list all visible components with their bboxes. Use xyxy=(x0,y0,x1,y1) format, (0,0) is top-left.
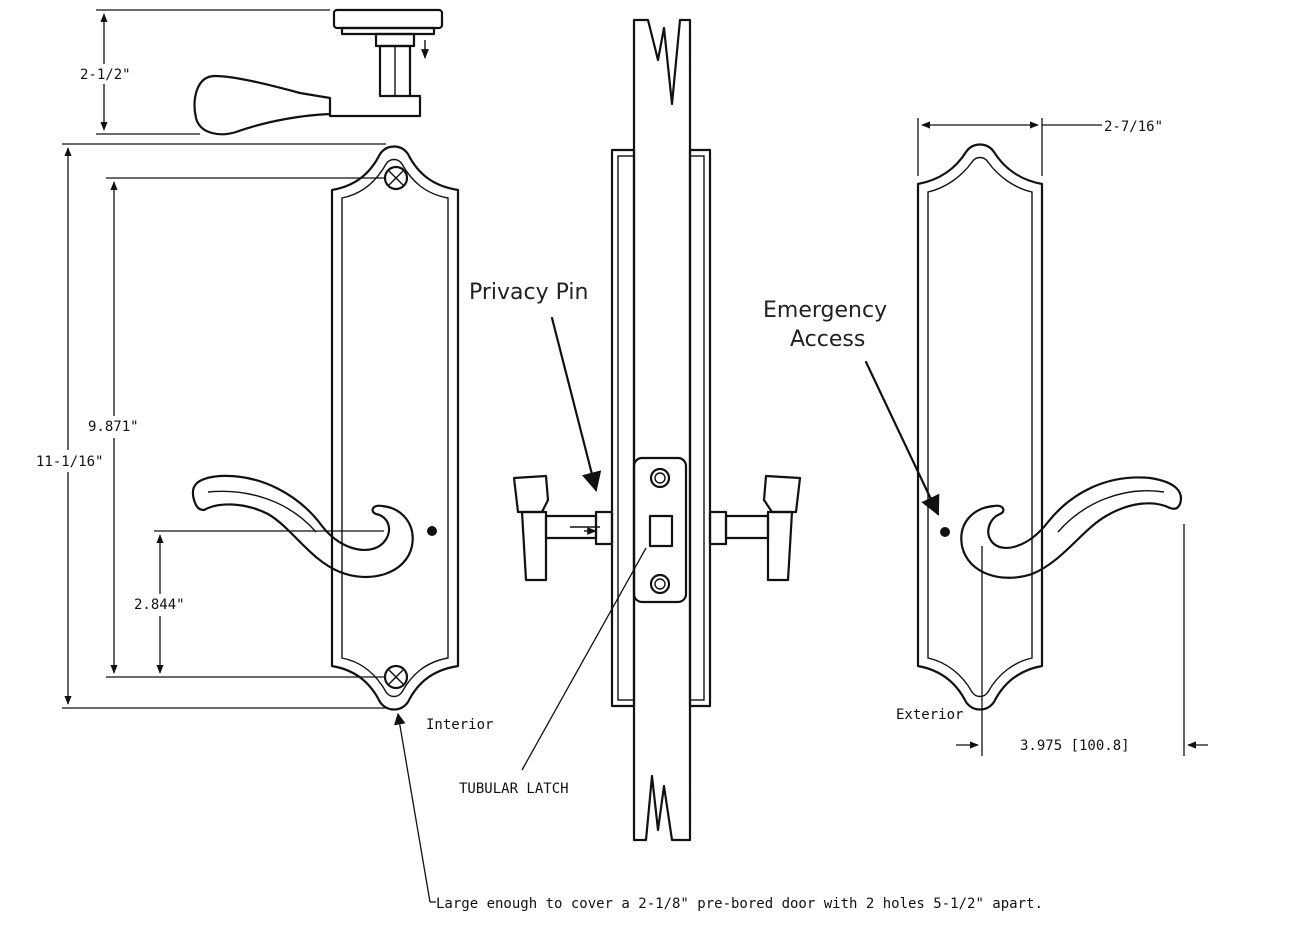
privacy-pin-label: Privacy Pin xyxy=(469,280,589,305)
door-section xyxy=(610,18,712,842)
interior-label: Interior xyxy=(426,717,493,733)
privacy-pin-arrow xyxy=(550,316,602,492)
tubular-latch-leader xyxy=(521,547,647,771)
top-side-view xyxy=(193,8,444,136)
lever-to-screw-label: 2.844" xyxy=(134,597,185,613)
left-side-lever xyxy=(512,474,614,582)
exterior-lever xyxy=(960,476,1183,579)
rose-height-label: 2-1/2" xyxy=(80,67,131,83)
exterior-dimensions: 2-7/16" 3.975 [100.8] xyxy=(917,118,1208,756)
exterior-backplate xyxy=(916,143,1044,711)
interior-lever xyxy=(191,474,414,579)
interior-dimensions: 11-1/16" 9.871" 2.844" xyxy=(34,143,386,709)
emergency-access-label-2: Access xyxy=(790,327,865,352)
footnote-text: Large enough to cover a 2-1/8" pre-bored… xyxy=(436,896,1043,912)
emergency-access-label-1: Emergency xyxy=(763,298,887,323)
latch-faceplate xyxy=(632,456,688,604)
privacy-pin-hole-interior xyxy=(427,526,437,536)
plate-height-label: 11-1/16" xyxy=(36,454,103,470)
projection-label: 3.975 [100.8] xyxy=(1020,738,1130,754)
interior-backplate xyxy=(330,145,460,711)
exterior-label: Exterior xyxy=(896,707,963,723)
right-side-lever xyxy=(708,474,802,582)
rose-height-dimension: 2-1/2" xyxy=(76,9,330,135)
top-screw-icon xyxy=(383,165,409,191)
tubular-latch-label: TUBULAR LATCH xyxy=(459,781,569,797)
bottom-screw-icon xyxy=(383,664,409,690)
emergency-access-hole xyxy=(940,527,950,537)
plate-width-label: 2-7/16" xyxy=(1104,119,1163,135)
footnote-leader xyxy=(393,712,436,903)
screw-spacing-label: 9.871" xyxy=(88,419,139,435)
emergency-access-arrow xyxy=(864,360,940,516)
